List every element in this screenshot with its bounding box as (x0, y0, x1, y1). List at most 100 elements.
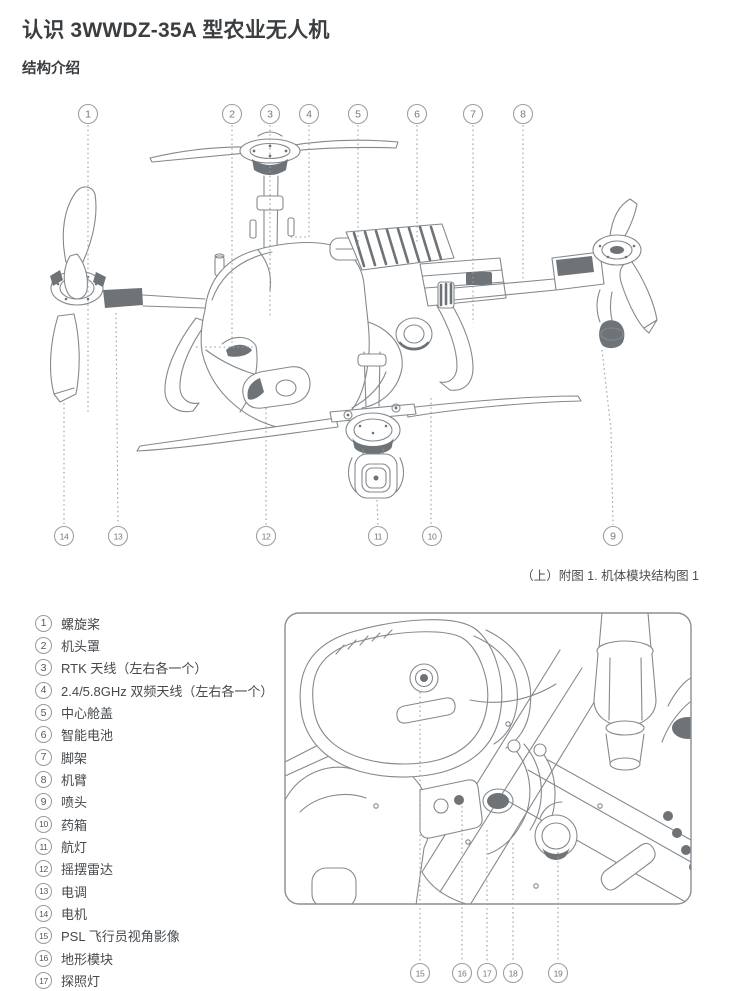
list-item: 15 PSL 飞行员视角影像 (35, 925, 273, 947)
item-label: 药箱 (61, 817, 88, 833)
list-item: 9 喷头 (35, 791, 273, 813)
item-number: 8 (35, 771, 52, 789)
left-propeller-motor (50, 187, 205, 402)
callout-number-3: 3 (267, 108, 273, 120)
figure1-caption: （上）附图 1. 机体模块结构图 1 (521, 569, 699, 583)
swing-radar (243, 367, 310, 409)
item-label: 地形模块 (61, 951, 114, 967)
callout-number-4: 4 (306, 108, 312, 120)
nose-cover-accent (226, 344, 252, 357)
item-number: 7 (35, 748, 52, 766)
callout-leader-4 (288, 125, 309, 237)
item-label: 中心舱盖 (61, 706, 114, 722)
item-number: 4 (35, 681, 52, 699)
item-number: 13 (35, 882, 52, 900)
callout-circle-18 (504, 964, 523, 983)
item-label: 螺旋桨 (61, 616, 101, 632)
item-label: RTK 天线（左右各一个） (61, 661, 208, 677)
figure2-border (284, 612, 692, 905)
item-label: 2.4/5.8GHz 双频天线（左右各一个） (61, 683, 274, 699)
callout-leader-9 (602, 350, 613, 525)
item-number: 6 (35, 726, 52, 744)
item-number: 5 (35, 704, 52, 722)
item-number: 14 (35, 905, 52, 923)
list-item: 6 智能电池 (35, 724, 273, 746)
callout-number-2: 2 (229, 108, 235, 120)
item-label: 摇摆雷达 (61, 862, 114, 878)
landing-gear (165, 302, 473, 412)
right-edge-details (601, 678, 691, 890)
callout-number-18: 18 (509, 968, 518, 978)
spray-nozzle (599, 320, 625, 349)
searchlight (535, 802, 577, 860)
page-title: 认识 3WWDZ-35A 型农业无人机 (22, 19, 330, 42)
callout-circle-9 (604, 527, 623, 546)
callout-circle-12 (257, 527, 276, 546)
callout-circle-16 (453, 964, 472, 983)
callout-number-17: 17 (483, 968, 492, 978)
item-label: PSL 飞行员视角影像 (61, 929, 180, 945)
item-label: 喷头 (61, 795, 88, 811)
section-subtitle: 结构介绍 (22, 61, 80, 77)
callout-number-13: 13 (114, 531, 123, 541)
list-item: 2 机头罩 (35, 634, 273, 656)
callout-circle-10 (423, 527, 442, 546)
dual-band-antenna-right (288, 218, 294, 236)
item-label: 机头罩 (61, 639, 101, 655)
terrain-module (420, 780, 482, 838)
dual-band-antenna-left (250, 220, 256, 238)
item-label: 探照灯 (61, 974, 101, 990)
callout-number-7: 7 (470, 108, 476, 120)
callout-circle-7 (464, 105, 483, 124)
list-item: 7 脚架 (35, 746, 273, 768)
list-item: 1 螺旋桨 (35, 612, 273, 634)
antenna-post (594, 613, 656, 770)
closeup-line-art (285, 613, 691, 904)
list-item: 12 摇摆雷达 (35, 858, 273, 880)
callout-circle-14 (55, 527, 74, 546)
item-number: 17 (35, 972, 52, 990)
item-number: 12 (35, 860, 52, 878)
callout-circle-17 (478, 964, 497, 983)
item-number: 16 (35, 949, 52, 967)
callout-circle-15 (411, 964, 430, 983)
item-label: 电调 (61, 884, 88, 900)
list-item: 4 2.4/5.8GHz 双频天线（左右各一个） (35, 679, 273, 701)
item-number: 15 (35, 927, 52, 945)
callout-circle-8 (514, 105, 533, 124)
callout-circle-2 (223, 105, 242, 124)
callout-number-1: 1 (85, 108, 91, 120)
callout-circle-1 (79, 105, 98, 124)
callout-leader-11 (377, 500, 378, 525)
list-item: 3 RTK 天线（左右各一个） (35, 657, 273, 679)
callout-number-6: 6 (414, 108, 420, 120)
right-esc (556, 256, 594, 276)
callout-number-19: 19 (554, 968, 563, 978)
list-item: 13 电调 (35, 880, 273, 902)
item-label: 智能电池 (61, 728, 114, 744)
front-propeller-gimbal (137, 396, 581, 498)
callout-number-15: 15 (416, 968, 425, 978)
callout-leader-13 (116, 313, 118, 525)
item-label: 脚架 (61, 750, 88, 766)
item-number: 2 (35, 637, 52, 655)
parts-list: 1 螺旋桨 2 机头罩 3 RTK 天线（左右各一个） 4 2.4/5.8GHz 双频天线（左… (35, 612, 273, 991)
list-item: 17 探照灯 (35, 970, 273, 991)
callout-circle-11 (369, 527, 388, 546)
item-number: 3 (35, 659, 52, 677)
callout-number-11: 11 (374, 531, 383, 541)
callout-circle-13 (109, 527, 128, 546)
item-number: 9 (35, 793, 52, 811)
right-arm-rotor (438, 199, 657, 349)
item-number: 1 (35, 614, 52, 632)
callout-number-12: 12 (262, 531, 271, 541)
